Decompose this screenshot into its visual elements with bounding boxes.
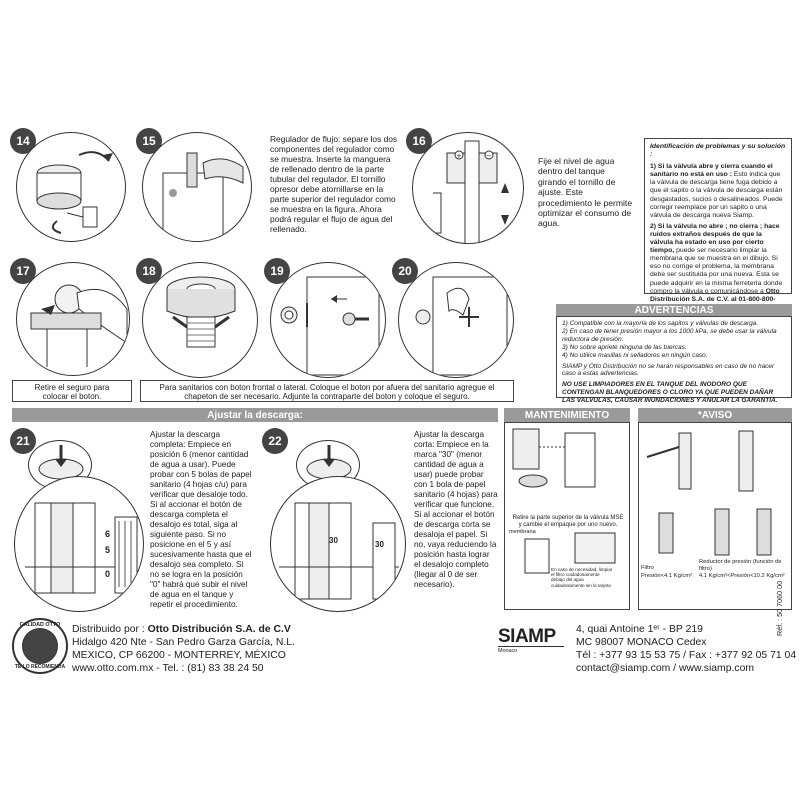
- distributor-contact: www.otto.com.mx - Tel. : (81) 83 38 24 5…: [72, 663, 264, 674]
- advertencia-item-2: 2) En caso de tener presión mayor a los …: [562, 327, 777, 343]
- svg-text:−: −: [486, 152, 492, 160]
- distributor-prefix: Distribuido por :: [72, 624, 148, 635]
- siamp-logo-subtitle: Monaco: [498, 646, 564, 654]
- caption-step-17: Retire el seguro para colocar el boton.: [12, 380, 132, 402]
- level-label-0: 0: [105, 569, 110, 579]
- aviso-title: *AVISO: [638, 408, 792, 422]
- step-21-button-illustration: [28, 440, 92, 490]
- mantenimiento-membrana-label: membrana: [509, 529, 536, 535]
- step-18-illustration: [142, 262, 258, 378]
- step-15-badge: 15: [136, 128, 162, 154]
- advertencia-item-4: 4) No utilice masillas ni selladores en …: [562, 351, 708, 359]
- step-21-text: Ajustar la descarga completa: Empiece en…: [150, 430, 252, 609]
- step-16-text: Fije el nivel de agua dentro del tanque …: [538, 156, 633, 229]
- step-22-badge: 22: [262, 428, 288, 454]
- otto-seal-logo: CALIDAD OTTO TE LO RECOMIENDA: [12, 618, 68, 674]
- troubleshooting-p1-text: Esto indica que la válvula de descarga t…: [650, 171, 783, 219]
- troubleshooting-box: Identificación de problemas y su solució…: [644, 138, 792, 311]
- step-17-badge: 17: [10, 258, 36, 284]
- level-label-6: 6: [105, 529, 110, 539]
- aviso-presion-1: Presión<4.1 Kg/cm²: [641, 573, 693, 579]
- step-20-illustration: [398, 262, 514, 378]
- step-15-illustration: [142, 132, 252, 242]
- level-label-5: 5: [105, 545, 110, 555]
- distributor-address-1: Hidalgo 420 Nte - San Pedro Garza García…: [72, 637, 295, 648]
- ajustar-descarga-title: Ajustar la descarga:: [12, 408, 498, 422]
- advertencia-note: SIAMP y Otto Distribución no se harán re…: [562, 362, 775, 378]
- siamp-phone-fax: Tél : +377 93 15 53 75 / Fax : +377 92 0…: [576, 650, 797, 661]
- siamp-logo: SIAMP: [498, 626, 556, 647]
- otto-seal-top-text: CALIDAD OTTO: [19, 622, 61, 628]
- siamp-address-1: 4, quai Antoine 1ᵉʳ - BP 219: [576, 624, 703, 635]
- advertencias-box: 1) Compatible con la mayoría de los sapi…: [556, 316, 792, 404]
- step-14-illustration: [16, 132, 126, 242]
- caption-steps-18-20: Para sanitarios con boton frontal o late…: [140, 380, 514, 402]
- mantenimiento-title: MANTENIMIENTO: [504, 408, 630, 422]
- mantenimiento-caso-label: En caso de necesidad, limpiar el filtro …: [551, 567, 613, 588]
- siamp-email-web: contact@siamp.com / www.siamp.com: [576, 663, 754, 674]
- aviso-box: Filtro Presión<4.1 Kg/cm² Reductor de pr…: [638, 422, 792, 610]
- distributor-line-1: Distribuido por : Otto Distribución S.A.…: [72, 624, 291, 637]
- step-21-badge: 21: [10, 428, 36, 454]
- troubleshooting-p2-text: puede ser necesario limpiar la membrana …: [650, 247, 783, 295]
- reference-number: Réf. : 50 7060 00: [775, 580, 784, 636]
- short-flush-label-30: 30: [329, 536, 338, 545]
- step-21-illustration: 6 5 0: [14, 476, 144, 612]
- svg-text:+: +: [456, 152, 462, 160]
- step-22-text: Ajustar la descarga corta: Empiece en la…: [414, 430, 498, 589]
- step-22-illustration: 30 30: [270, 476, 406, 612]
- step-14-badge: 14: [10, 128, 36, 154]
- troubleshooting-p1-bold: 1) Si la válvula abre y cierra cuando el…: [650, 163, 773, 179]
- aviso-reductor-label: Reductor de presión (función de filtro): [699, 559, 782, 572]
- aviso-presion-2: 4.1 Kg/cm²<Presión<10.2 Kg/cm²: [699, 573, 785, 579]
- step-19-illustration: [270, 262, 386, 378]
- advertencias-title: ADVERTENCIAS: [556, 304, 792, 316]
- siamp-address-2: MC 98007 MONACO Cedex: [576, 637, 707, 648]
- distributor-name: Otto Distribución S.A. de C.V: [147, 624, 291, 635]
- short-flush-label-30b: 30: [375, 540, 384, 549]
- advertencia-item-3: 3) No sobre apriete ninguna de las tuerc…: [562, 343, 687, 351]
- mantenimiento-box: Retire la parte superior de la válvula M…: [504, 422, 630, 610]
- distributor-address-2: MEXICO, CP 66200 - MONTERREY, MÉXICO: [72, 650, 286, 661]
- otto-seal-bottom-text: TE LO RECOMIENDA: [14, 664, 66, 670]
- mantenimiento-caption: Retire la parte superior de la válvula M…: [512, 515, 624, 528]
- step-20-badge: 20: [392, 258, 418, 284]
- aviso-filtro-label: Filtro: [641, 565, 654, 571]
- step-15-text: Regulador de flujo: separe los dos compo…: [270, 134, 398, 234]
- advertencia-item-1: 1) Compatible con la mayoría de los sapi…: [562, 320, 759, 327]
- advertencia-warning: NO USE LIMPIADORES EN EL TANQUE DEL INOD…: [562, 381, 778, 405]
- troubleshooting-title: Identificación de problemas y su solució…: [650, 143, 786, 159]
- step-17-illustration: [16, 262, 130, 376]
- step-16-illustration: + −: [412, 132, 524, 244]
- troubleshooting-p2-bold: 2) Si la válvula no abre ; no cierra ; h…: [650, 222, 780, 255]
